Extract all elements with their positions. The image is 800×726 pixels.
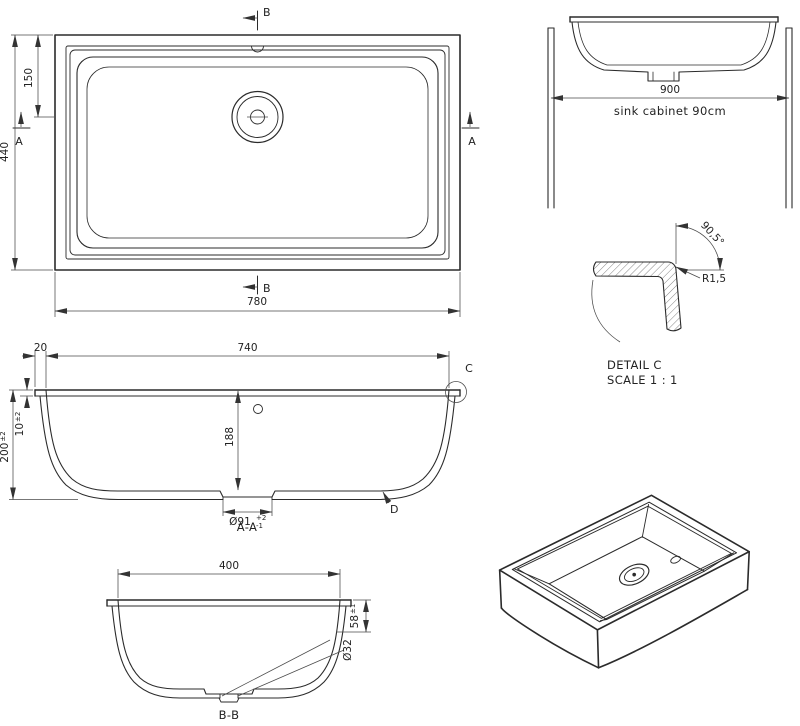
section-b-label-top: B xyxy=(263,6,271,19)
marker-d-label: D xyxy=(390,503,398,516)
bowl-outer-section-left xyxy=(39,395,224,501)
angle-annotation: 90,5° xyxy=(675,219,726,271)
dim-91: Ø91 +2 -1 xyxy=(222,500,273,530)
dim-32-label: Ø32 xyxy=(342,639,354,661)
bowl-outer-profile xyxy=(571,21,777,82)
radius-annotation: R1,5 xyxy=(675,266,726,285)
drain-stub xyxy=(218,697,240,703)
bowl-outer-section-bb-left xyxy=(111,605,221,699)
dim-900: 900 sink cabinet 90cm xyxy=(550,84,790,118)
section-line-b-top: B xyxy=(242,6,271,31)
bowl-outer-section-bb-right xyxy=(237,605,347,699)
iso-body-bottom-left xyxy=(500,607,600,669)
isometric-view xyxy=(498,494,751,669)
iso-body-bottom-right xyxy=(597,588,749,669)
dim-440-label: 440 xyxy=(0,142,11,162)
dim-780: 780 xyxy=(54,272,461,317)
dim-440: 440 xyxy=(0,34,53,271)
dim-150-label: 150 xyxy=(23,68,35,88)
detail-c-scale: SCALE 1 : 1 xyxy=(607,373,678,387)
dim-740: 740 xyxy=(45,342,450,388)
iso-inner-rim xyxy=(511,501,738,623)
cabinet-walls xyxy=(547,27,793,209)
dim-150: 150 xyxy=(23,34,54,118)
section-aa-caption: A-A xyxy=(237,520,258,534)
sink-outer-edge xyxy=(54,34,461,271)
iso-drain xyxy=(618,563,650,586)
marker-d: D xyxy=(382,491,398,516)
dim-188-label: 188 xyxy=(224,427,236,447)
dim-10-label: 10±2 xyxy=(14,412,26,437)
drain-plan xyxy=(231,90,284,144)
cabinet-view: 900 sink cabinet 90cm xyxy=(547,16,793,209)
dim-400-label: 400 xyxy=(219,560,239,572)
cabinet-caption: sink cabinet 90cm xyxy=(614,104,726,118)
dim-20-label: 20 xyxy=(34,342,47,354)
dim-58-label: 58±1 xyxy=(349,604,361,629)
dim-200-label: 200±2 xyxy=(0,431,11,462)
iso-overflow-hole xyxy=(670,555,681,564)
dim-188: 188 xyxy=(224,390,241,491)
dim-58: 58±1 xyxy=(336,599,371,633)
detail-c-marker-label: C xyxy=(465,362,473,375)
bowl-inner-section xyxy=(45,389,450,498)
sink-rim-line xyxy=(65,45,450,260)
bowl-inner-profile xyxy=(577,21,771,66)
sink-profile xyxy=(569,16,779,82)
iso-rim-line-2 xyxy=(517,505,732,619)
dim-91-tol-plus: +2 xyxy=(256,514,266,522)
detail-c-title: DETAIL C xyxy=(607,358,662,372)
bowl-outer-section-right xyxy=(271,395,456,501)
detail-c-marker: C xyxy=(445,362,473,403)
section-a-label-left: A xyxy=(15,135,23,148)
break-line xyxy=(591,279,621,343)
dim-20: 20 xyxy=(22,342,47,387)
plan-view: B B A A 440 150 xyxy=(0,6,480,317)
dim-780-label: 780 xyxy=(247,296,267,308)
section-b-label-bottom: B xyxy=(263,282,271,295)
overflow-hole xyxy=(253,404,263,414)
section-line-b-bottom: B xyxy=(242,275,271,295)
bowl-inner-section-bb xyxy=(117,599,341,695)
dim-91-label: Ø91 xyxy=(229,516,251,528)
bowl-top-edge xyxy=(76,56,439,249)
tap-hole-notch xyxy=(251,45,264,53)
flange-corner-material xyxy=(592,261,682,332)
section-line-a-left: A xyxy=(12,111,31,148)
section-line-a-right: A xyxy=(461,111,480,148)
dim-740-label: 740 xyxy=(237,342,257,354)
detail-c-view: 90,5° R1,5 DETAIL C SCALE 1 : 1 xyxy=(591,219,726,387)
section-a-label-right: A xyxy=(468,135,476,148)
section-bb-view: 400 58±1 Ø32 B-B xyxy=(106,560,371,722)
dim-32: Ø32 xyxy=(221,639,354,697)
radius-label: R1,5 xyxy=(702,273,726,285)
section-bb-caption: B-B xyxy=(219,708,240,722)
dim-200: 200±2 xyxy=(0,389,78,500)
dim-900-label: 900 xyxy=(660,84,680,96)
angle-label: 90,5° xyxy=(698,219,726,248)
dim-10: 10±2 xyxy=(9,378,33,437)
dim-400: 400 xyxy=(117,560,341,598)
bowl-bottom-edge xyxy=(86,66,429,239)
sink-rim-line-2 xyxy=(69,49,446,256)
section-aa-view: 740 20 10±2 200±2 188 xyxy=(0,342,473,534)
dim-91-tol-minus: -1 xyxy=(256,522,263,530)
